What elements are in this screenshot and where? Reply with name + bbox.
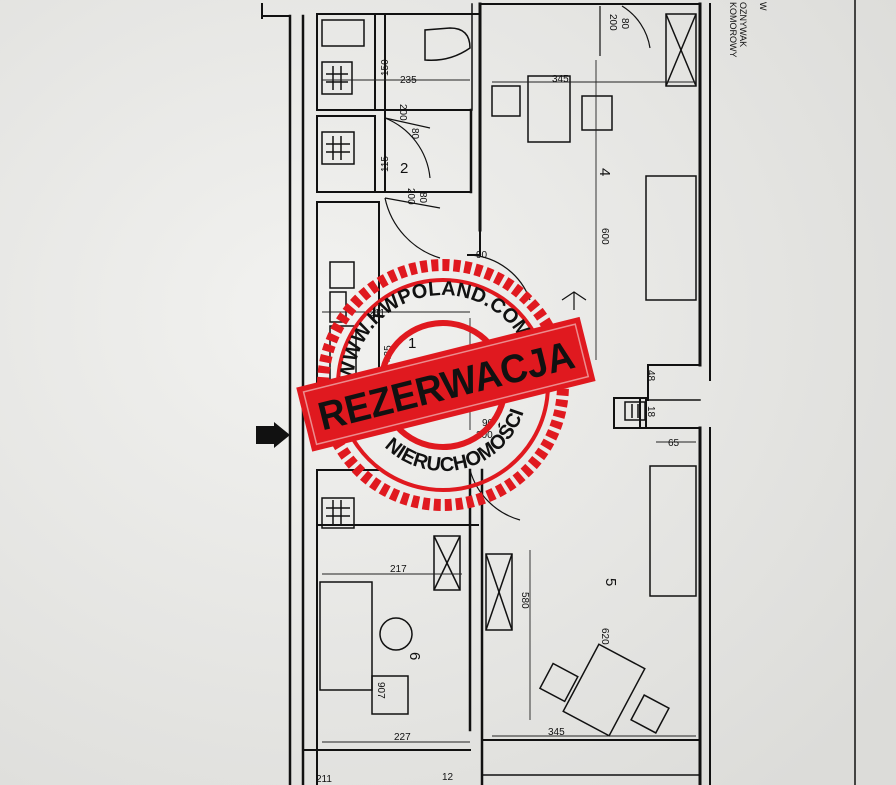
walls [261,0,856,785]
room-number-5: 5 [602,578,619,586]
sink-fixture [321,61,353,95]
toilet-fixture [424,27,471,61]
room-number-6: 6 [406,652,423,660]
sofa-room-4 [645,175,697,301]
wardrobe-room-5 [485,553,513,631]
dim-90-b: 90 [482,418,494,429]
dim-227: 227 [394,732,411,743]
bath-fixture [321,19,365,47]
door-200-b: 200 [607,14,618,31]
dim-211-bottom: 211 [316,774,332,785]
stamp-banner [296,316,596,452]
dim-65: 65 [668,438,680,449]
legend-text: W OZNYWAK KOMOROWY [728,2,768,58]
legend-line-1: W [758,2,768,11]
door-80-a: 80 [409,128,420,140]
dim-90-a: 90 [476,250,488,261]
doors [384,5,651,521]
dimension-lines [322,60,696,743]
dim-600: 600 [599,228,610,245]
dim-211: 211 [369,308,385,319]
chimney-box [665,13,697,87]
dim-620: 620 [599,628,610,645]
door-200-a: 200 [397,104,408,121]
dim-907: 907 [375,682,386,699]
door-200-c: 200 [405,188,416,205]
legend-line-2: OZNYWAK [738,2,748,47]
dim-12: 12 [442,772,454,783]
sofa-room-5 [649,465,697,597]
dim-115: 115 [380,156,391,172]
legend-line-3: KOMOROWY [728,2,738,58]
door-80-c: 80 [417,192,428,204]
dim-200-b: 200 [476,430,493,441]
door-80-b: 80 [619,18,630,30]
dim-345-top: 345 [552,74,569,85]
dim-580: 580 [519,592,530,609]
room-number-4: 4 [596,168,613,176]
entrance-arrow-icon [256,422,290,448]
room-number-1: 1 [408,335,416,352]
table-room-6 [379,617,413,651]
dim-48: 48 [645,370,656,382]
fixtures [319,13,697,737]
dim-235: 235 [400,75,417,86]
dim-217: 217 [390,564,407,575]
dim-150: 150 [380,59,391,76]
dim-18: 18 [645,406,656,418]
room-numbers: 2 4 1 5 6 [400,160,619,660]
dimension-labels: 150 235 345 80 200 80 200 80 200 115 600… [316,14,680,785]
sink-fixture-2 [321,131,355,165]
bed-room-6 [319,581,373,691]
room-number-2: 2 [400,160,408,177]
dim-345-bottom: 345 [548,727,565,738]
